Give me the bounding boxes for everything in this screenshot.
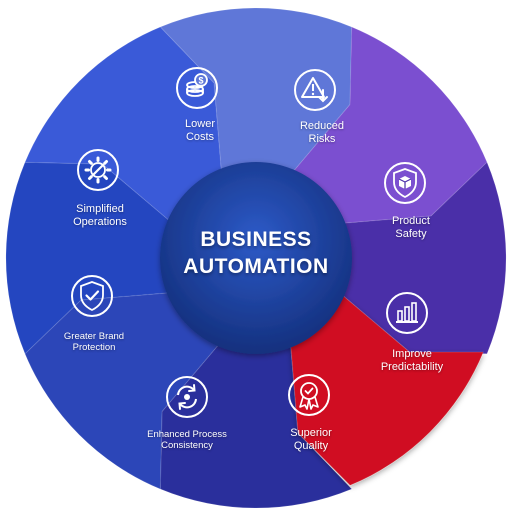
label-simplified-operations: Simplified Operations [73, 203, 127, 228]
award-badge-icon [287, 373, 331, 417]
label-improve-predictability: Improve Predictability [380, 348, 444, 373]
label-product-safety: Product Safety [392, 215, 430, 240]
label-greater-brand: Greater Brand Protection [63, 331, 125, 353]
label-enhanced-process: Enhanced Process Consistency [147, 429, 227, 451]
label-lower-costs: Lower Costs [185, 118, 215, 143]
label-superior-quality: Superior Quality [290, 427, 332, 452]
center-title-line2: AUTOMATION [183, 255, 329, 278]
center-title: BUSINESS AUTOMATION [161, 226, 351, 280]
center-disc [160, 162, 352, 354]
cycle-arrows-icon [165, 375, 209, 419]
shield-check-icon [70, 274, 114, 318]
svg-text:$: $ [198, 76, 203, 86]
warning-triangle-icon [293, 68, 337, 112]
shield-box-icon [383, 161, 427, 205]
label-reduced-risks: Reduced Risks [299, 120, 345, 145]
bar-chart-icon [385, 291, 429, 335]
coins-dollar-icon: $ [175, 66, 219, 110]
gear-wrench-icon [76, 148, 120, 192]
center-title-line1: BUSINESS [200, 228, 312, 251]
